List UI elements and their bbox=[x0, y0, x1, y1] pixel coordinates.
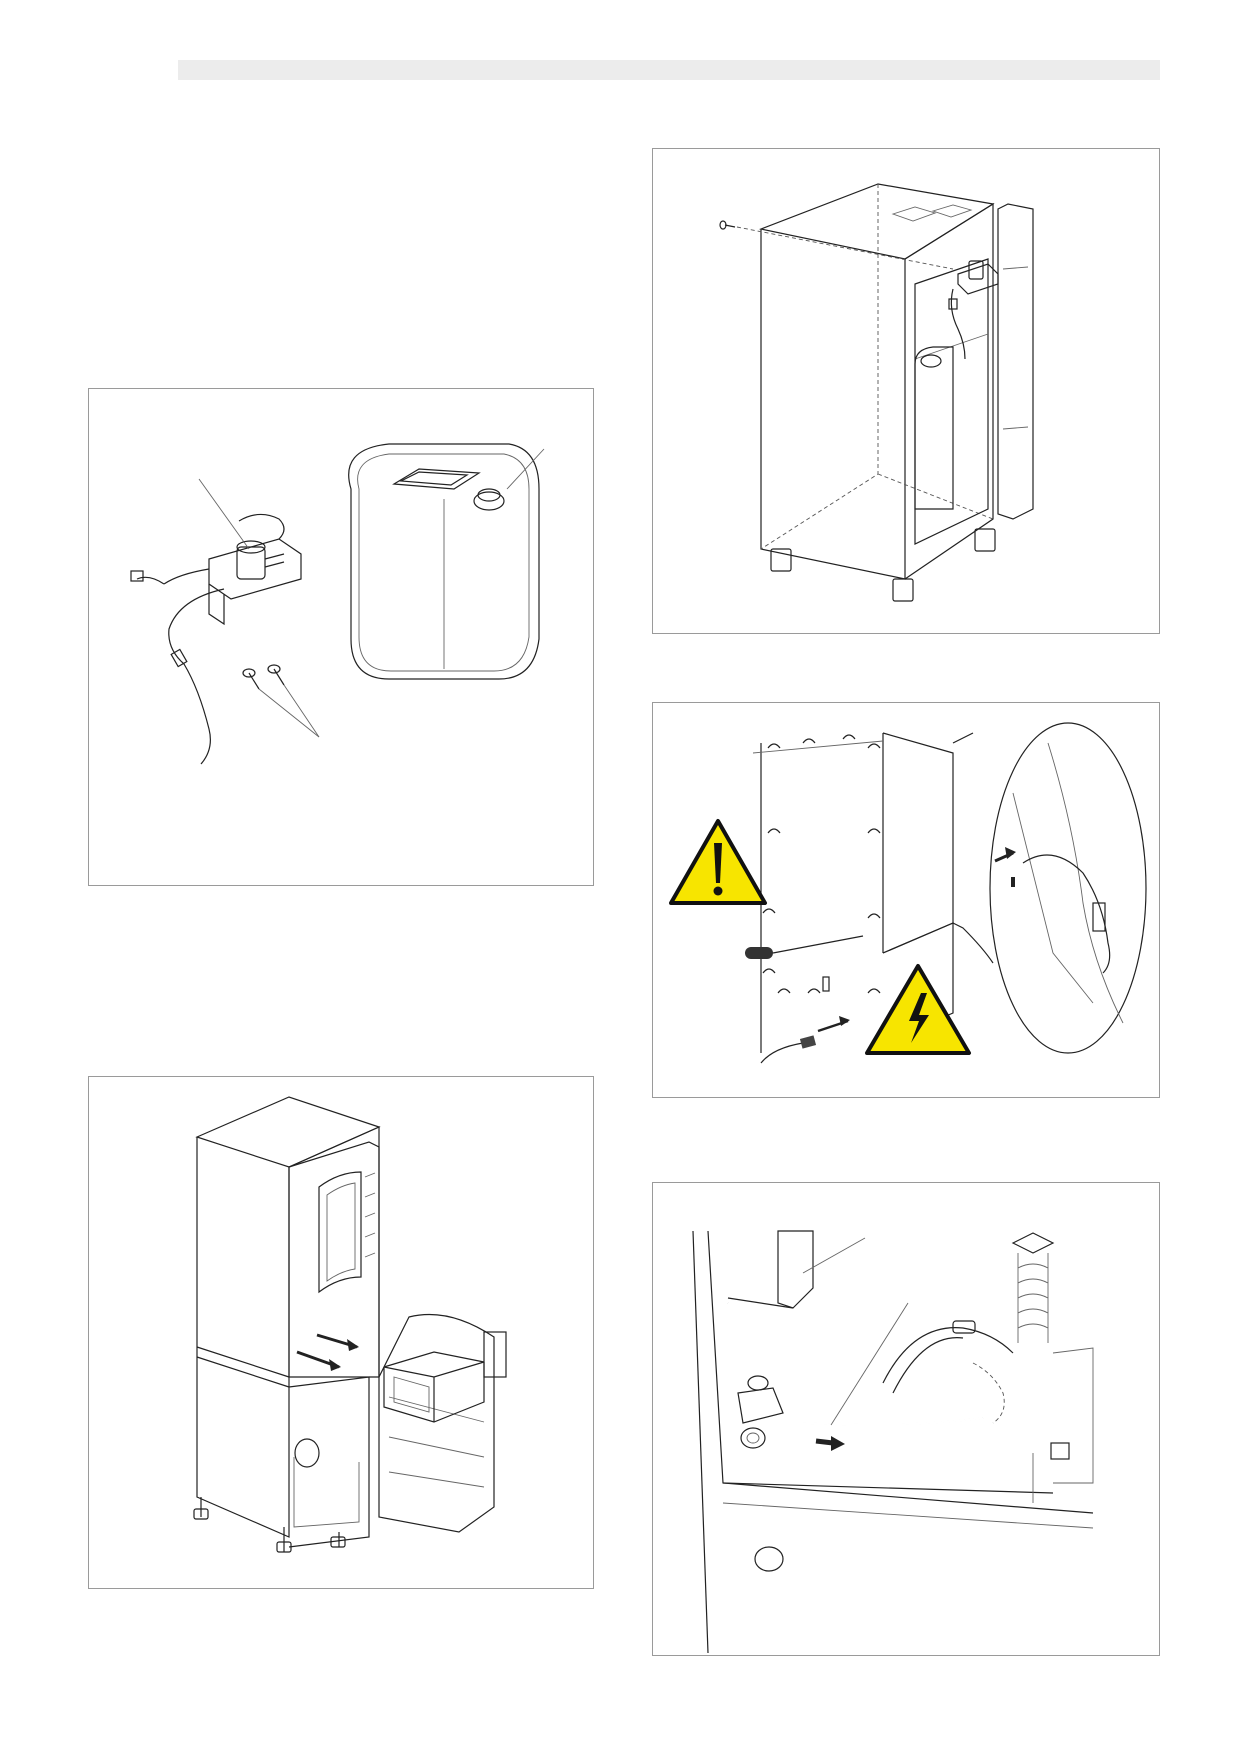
figure-open-machine bbox=[88, 1076, 594, 1589]
cable-plug-icon bbox=[760, 1016, 850, 1064]
arrow-icon bbox=[296, 1333, 359, 1371]
screw-markers bbox=[762, 734, 881, 994]
electrical-hazard-icon bbox=[865, 964, 971, 1055]
screw-icon bbox=[719, 220, 954, 270]
pump-icon bbox=[737, 1375, 784, 1449]
solenoid-valve-icon bbox=[130, 478, 302, 765]
arrow-icon bbox=[815, 1436, 845, 1451]
water-canister-icon bbox=[914, 346, 954, 510]
solenoid-valve-icon bbox=[948, 260, 999, 360]
detail-magnifier bbox=[952, 722, 1147, 1054]
warning-icon bbox=[669, 819, 767, 905]
drawer-icon bbox=[383, 1351, 485, 1423]
screwdriver-icon bbox=[745, 935, 864, 959]
machine-interior bbox=[692, 1230, 1094, 1654]
figure-route-hose bbox=[652, 1182, 1160, 1656]
figure-parts-kit bbox=[88, 388, 594, 886]
vending-machine-icon bbox=[193, 1096, 381, 1553]
header-bar bbox=[178, 60, 1160, 80]
figure-remove-back-panel bbox=[652, 702, 1160, 1098]
leader-lines bbox=[802, 1237, 909, 1426]
hose-icon bbox=[727, 1232, 1055, 1433]
figure-cabinet-valve-mount bbox=[652, 148, 1160, 634]
open-door-icon bbox=[378, 1314, 507, 1533]
screws-icon bbox=[242, 664, 320, 738]
water-canister-icon bbox=[348, 443, 545, 680]
cabinet-icon bbox=[758, 183, 1034, 602]
